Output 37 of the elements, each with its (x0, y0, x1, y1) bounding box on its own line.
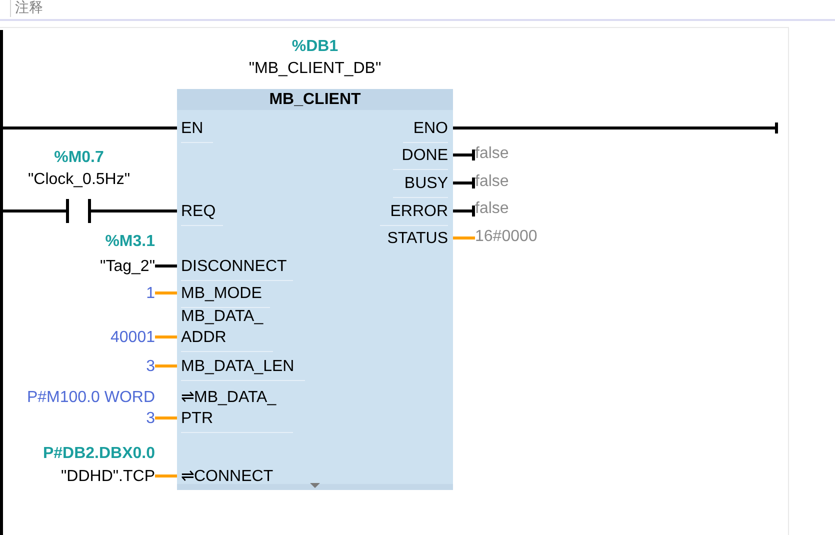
power-rail (0, 30, 3, 535)
wire (91, 210, 177, 212)
db-address: %DB1 (292, 37, 338, 57)
wire (3, 126, 177, 130)
wire (453, 206, 475, 216)
wire (453, 178, 475, 188)
wire (453, 150, 475, 160)
pin-label: STATUS (387, 228, 453, 252)
db-name: "MB_CLIENT_DB" (248, 59, 382, 79)
monitor-value: false (475, 198, 509, 219)
operand-address: %M3.1 (104, 232, 155, 252)
wire (155, 474, 177, 478)
contact-symbol (66, 199, 91, 223)
constant-value: P#M100.0 WORD 3 (21, 386, 155, 428)
constant-value: 40001 (110, 326, 155, 348)
constant-value: 1 (146, 282, 155, 304)
comment-field: 注释 (10, 0, 834, 17)
wire (155, 264, 177, 268)
operand-tag: "Clock_0.5Hz" (28, 169, 130, 191)
wire (155, 292, 177, 294)
constant-value: 3 (146, 356, 155, 376)
wire (155, 336, 177, 338)
monitor-value: false (475, 143, 509, 164)
operand-address: %M0.7 (54, 148, 104, 168)
monitor-value: 16#0000 (475, 226, 538, 247)
operand-tag: "Tag_2" (100, 254, 155, 278)
wire (155, 416, 177, 420)
function-block (177, 89, 453, 490)
wire (453, 122, 778, 134)
monitor-value: false (475, 171, 509, 192)
pin-label: ⇌CONNECT (177, 466, 274, 490)
block-title: MB_CLIENT (177, 89, 453, 110)
operand-address: P#DB2.DBX0.0 (42, 444, 155, 464)
operand-tag: "DDHD".TCP (42, 464, 155, 488)
wire (155, 364, 177, 368)
wire (453, 236, 475, 240)
wire (3, 210, 66, 212)
